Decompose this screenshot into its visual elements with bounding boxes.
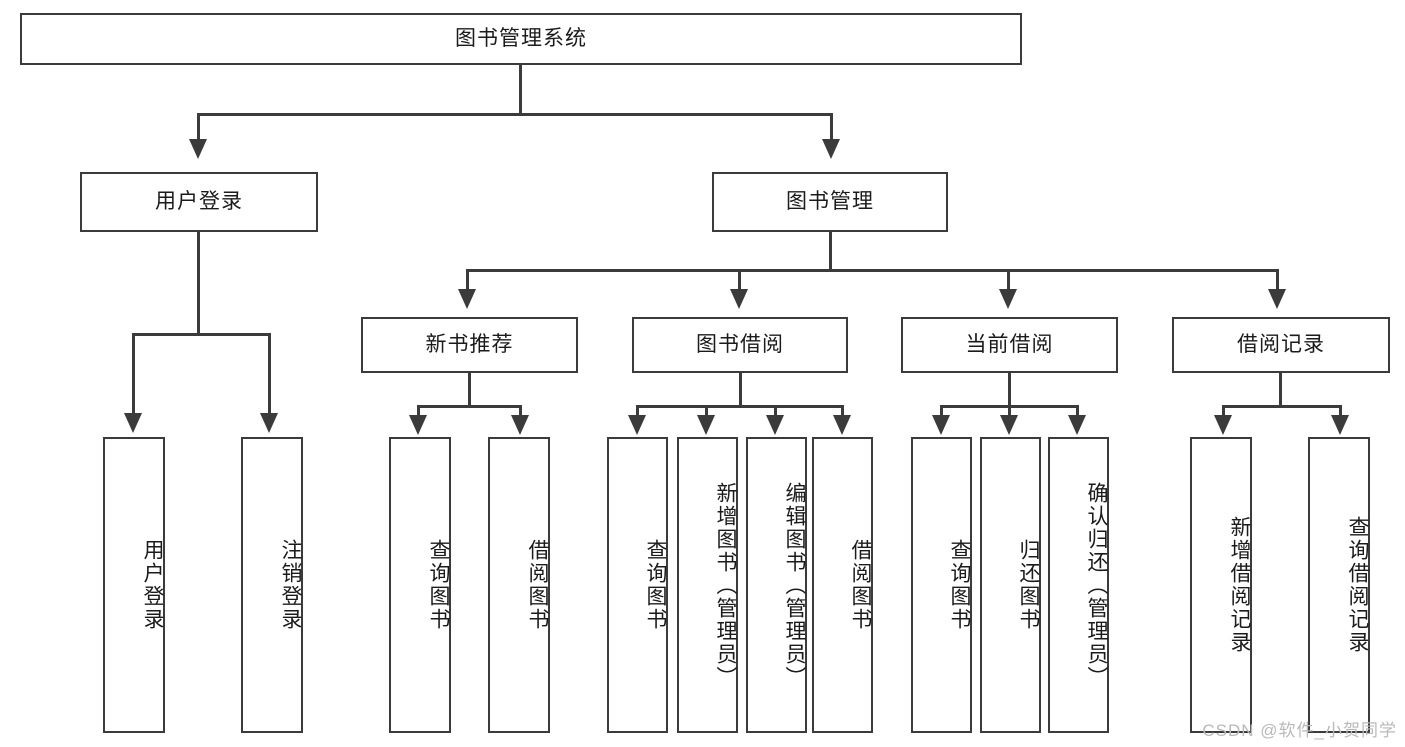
leaf-current-borrow-1[interactable]: 归还图书 xyxy=(980,437,1041,733)
leaf-user-login-1[interactable]: 注销登录 xyxy=(241,437,303,733)
connector-cb-to-leaf-2 xyxy=(1076,405,1079,419)
connector-bb-to-leaf-3 xyxy=(841,405,844,419)
arrow-new-book-to-leaf-1 xyxy=(511,415,529,435)
node-root-book-management-system[interactable]: 图书管理系统 xyxy=(20,13,1022,65)
node-label: 图书管理系统 xyxy=(455,26,587,50)
connector-new-book-to-leaf-1 xyxy=(519,405,522,419)
connector-bm-to-book-borrow xyxy=(738,269,741,291)
node-book-borrow[interactable]: 图书借阅 xyxy=(632,317,848,373)
node-borrow-record[interactable]: 借阅记录 xyxy=(1172,317,1390,373)
arrow-cb-to-leaf-1 xyxy=(1000,415,1018,435)
arrow-bb-to-leaf-3 xyxy=(833,415,851,435)
arrow-bb-to-leaf-1 xyxy=(697,415,715,435)
connector-user-login-to-leaf-1 xyxy=(268,333,271,415)
connector-user-login-stem xyxy=(197,232,200,335)
leaf-borrow-record-1[interactable]: 查询借阅记录 xyxy=(1308,437,1370,733)
leaf-borrow-record-0[interactable]: 新增借阅记录 xyxy=(1190,437,1252,733)
arrow-cb-to-leaf-2 xyxy=(1068,415,1086,435)
connector-borrow-record-stem xyxy=(1279,373,1282,408)
leaf-user-login-0[interactable]: 用户登录 xyxy=(103,437,165,733)
node-label: 图书借阅 xyxy=(696,332,784,356)
node-label: 图书管理 xyxy=(786,189,874,213)
arrow-user-login-to-leaf-1 xyxy=(260,413,278,433)
connector-bm-to-current-borrow xyxy=(1007,269,1010,291)
connector-bm-to-borrow-record xyxy=(1276,269,1279,291)
connector-root-stem xyxy=(519,65,522,115)
connector-bb-to-leaf-2 xyxy=(774,405,777,419)
node-label: 编辑图书（管理员） xyxy=(783,481,806,689)
connector-new-book-bar xyxy=(417,405,522,408)
arrow-new-book-to-leaf-0 xyxy=(409,415,427,435)
arrow-br-to-leaf-1 xyxy=(1331,415,1349,435)
node-label: 确认归还（管理员） xyxy=(1085,481,1108,689)
node-new-book-recommend[interactable]: 新书推荐 xyxy=(361,317,578,373)
connector-new-book-to-leaf-0 xyxy=(417,405,420,419)
connector-root-to-book-management xyxy=(830,113,833,141)
arrow-bm-to-new-book xyxy=(458,289,476,309)
node-label: 查询图书 xyxy=(427,539,450,631)
leaf-book-borrow-1[interactable]: 新增图书（管理员） xyxy=(677,437,738,733)
node-label: 当前借阅 xyxy=(965,332,1054,356)
connector-book-management-bar xyxy=(466,269,1279,272)
leaf-book-borrow-3[interactable]: 借阅图书 xyxy=(812,437,873,733)
connector-book-borrow-bar xyxy=(636,405,844,408)
leaf-new-book-recommend-0[interactable]: 查询图书 xyxy=(389,437,451,733)
connector-user-login-bar xyxy=(132,333,270,336)
connector-borrow-record-bar xyxy=(1222,405,1342,408)
node-label: 新增图书（管理员） xyxy=(714,481,737,689)
arrow-bb-to-leaf-2 xyxy=(766,415,784,435)
connector-cb-to-leaf-0 xyxy=(940,405,943,419)
leaf-book-borrow-2[interactable]: 编辑图书（管理员） xyxy=(746,437,807,733)
leaf-new-book-recommend-1[interactable]: 借阅图书 xyxy=(488,437,550,733)
node-label: 新增借阅记录 xyxy=(1228,516,1251,654)
connector-root-to-user-login xyxy=(197,113,200,141)
arrow-bm-to-borrow-record xyxy=(1268,289,1286,309)
leaf-current-borrow-0[interactable]: 查询图书 xyxy=(911,437,972,733)
arrow-bm-to-book-borrow xyxy=(730,289,748,309)
connector-br-to-leaf-1 xyxy=(1339,405,1342,419)
node-label: 借阅图书 xyxy=(526,539,549,631)
node-label: 查询借阅记录 xyxy=(1346,516,1369,654)
node-label: 归还图书 xyxy=(1017,539,1040,631)
connector-current-borrow-stem xyxy=(1008,373,1011,408)
connector-new-book-stem xyxy=(468,373,471,408)
connector-book-borrow-stem xyxy=(739,373,742,408)
arrow-cb-to-leaf-0 xyxy=(932,415,950,435)
leaf-book-borrow-0[interactable]: 查询图书 xyxy=(607,437,668,733)
node-book-management[interactable]: 图书管理 xyxy=(712,172,948,232)
arrow-user-login-to-leaf-0 xyxy=(124,413,142,433)
node-user-login[interactable]: 用户登录 xyxy=(80,172,318,232)
arrow-bm-to-current-borrow xyxy=(999,289,1017,309)
arrow-root-to-user-login xyxy=(189,139,207,159)
connector-user-login-to-leaf-0 xyxy=(132,333,135,415)
node-label: 注销登录 xyxy=(279,539,302,631)
node-label: 用户登录 xyxy=(155,189,243,213)
node-label: 用户登录 xyxy=(141,539,164,631)
arrow-bb-to-leaf-0 xyxy=(628,415,646,435)
arrow-br-to-leaf-0 xyxy=(1214,415,1232,435)
connector-bb-to-leaf-0 xyxy=(636,405,639,419)
leaf-current-borrow-2[interactable]: 确认归还（管理员） xyxy=(1048,437,1109,733)
node-label: 借阅图书 xyxy=(849,539,872,631)
connector-bm-to-new-book xyxy=(466,269,469,291)
connector-bb-to-leaf-1 xyxy=(705,405,708,419)
connector-root-bar xyxy=(197,113,833,116)
node-label: 查询图书 xyxy=(948,539,971,631)
connector-book-management-stem xyxy=(829,232,832,271)
node-current-borrow[interactable]: 当前借阅 xyxy=(901,317,1118,373)
node-label: 查询图书 xyxy=(644,539,667,631)
node-label: 新书推荐 xyxy=(425,332,514,356)
connector-br-to-leaf-0 xyxy=(1222,405,1225,419)
node-label: 借阅记录 xyxy=(1237,332,1325,356)
connector-cb-to-leaf-1 xyxy=(1008,405,1011,419)
arrow-root-to-book-management xyxy=(822,139,840,159)
